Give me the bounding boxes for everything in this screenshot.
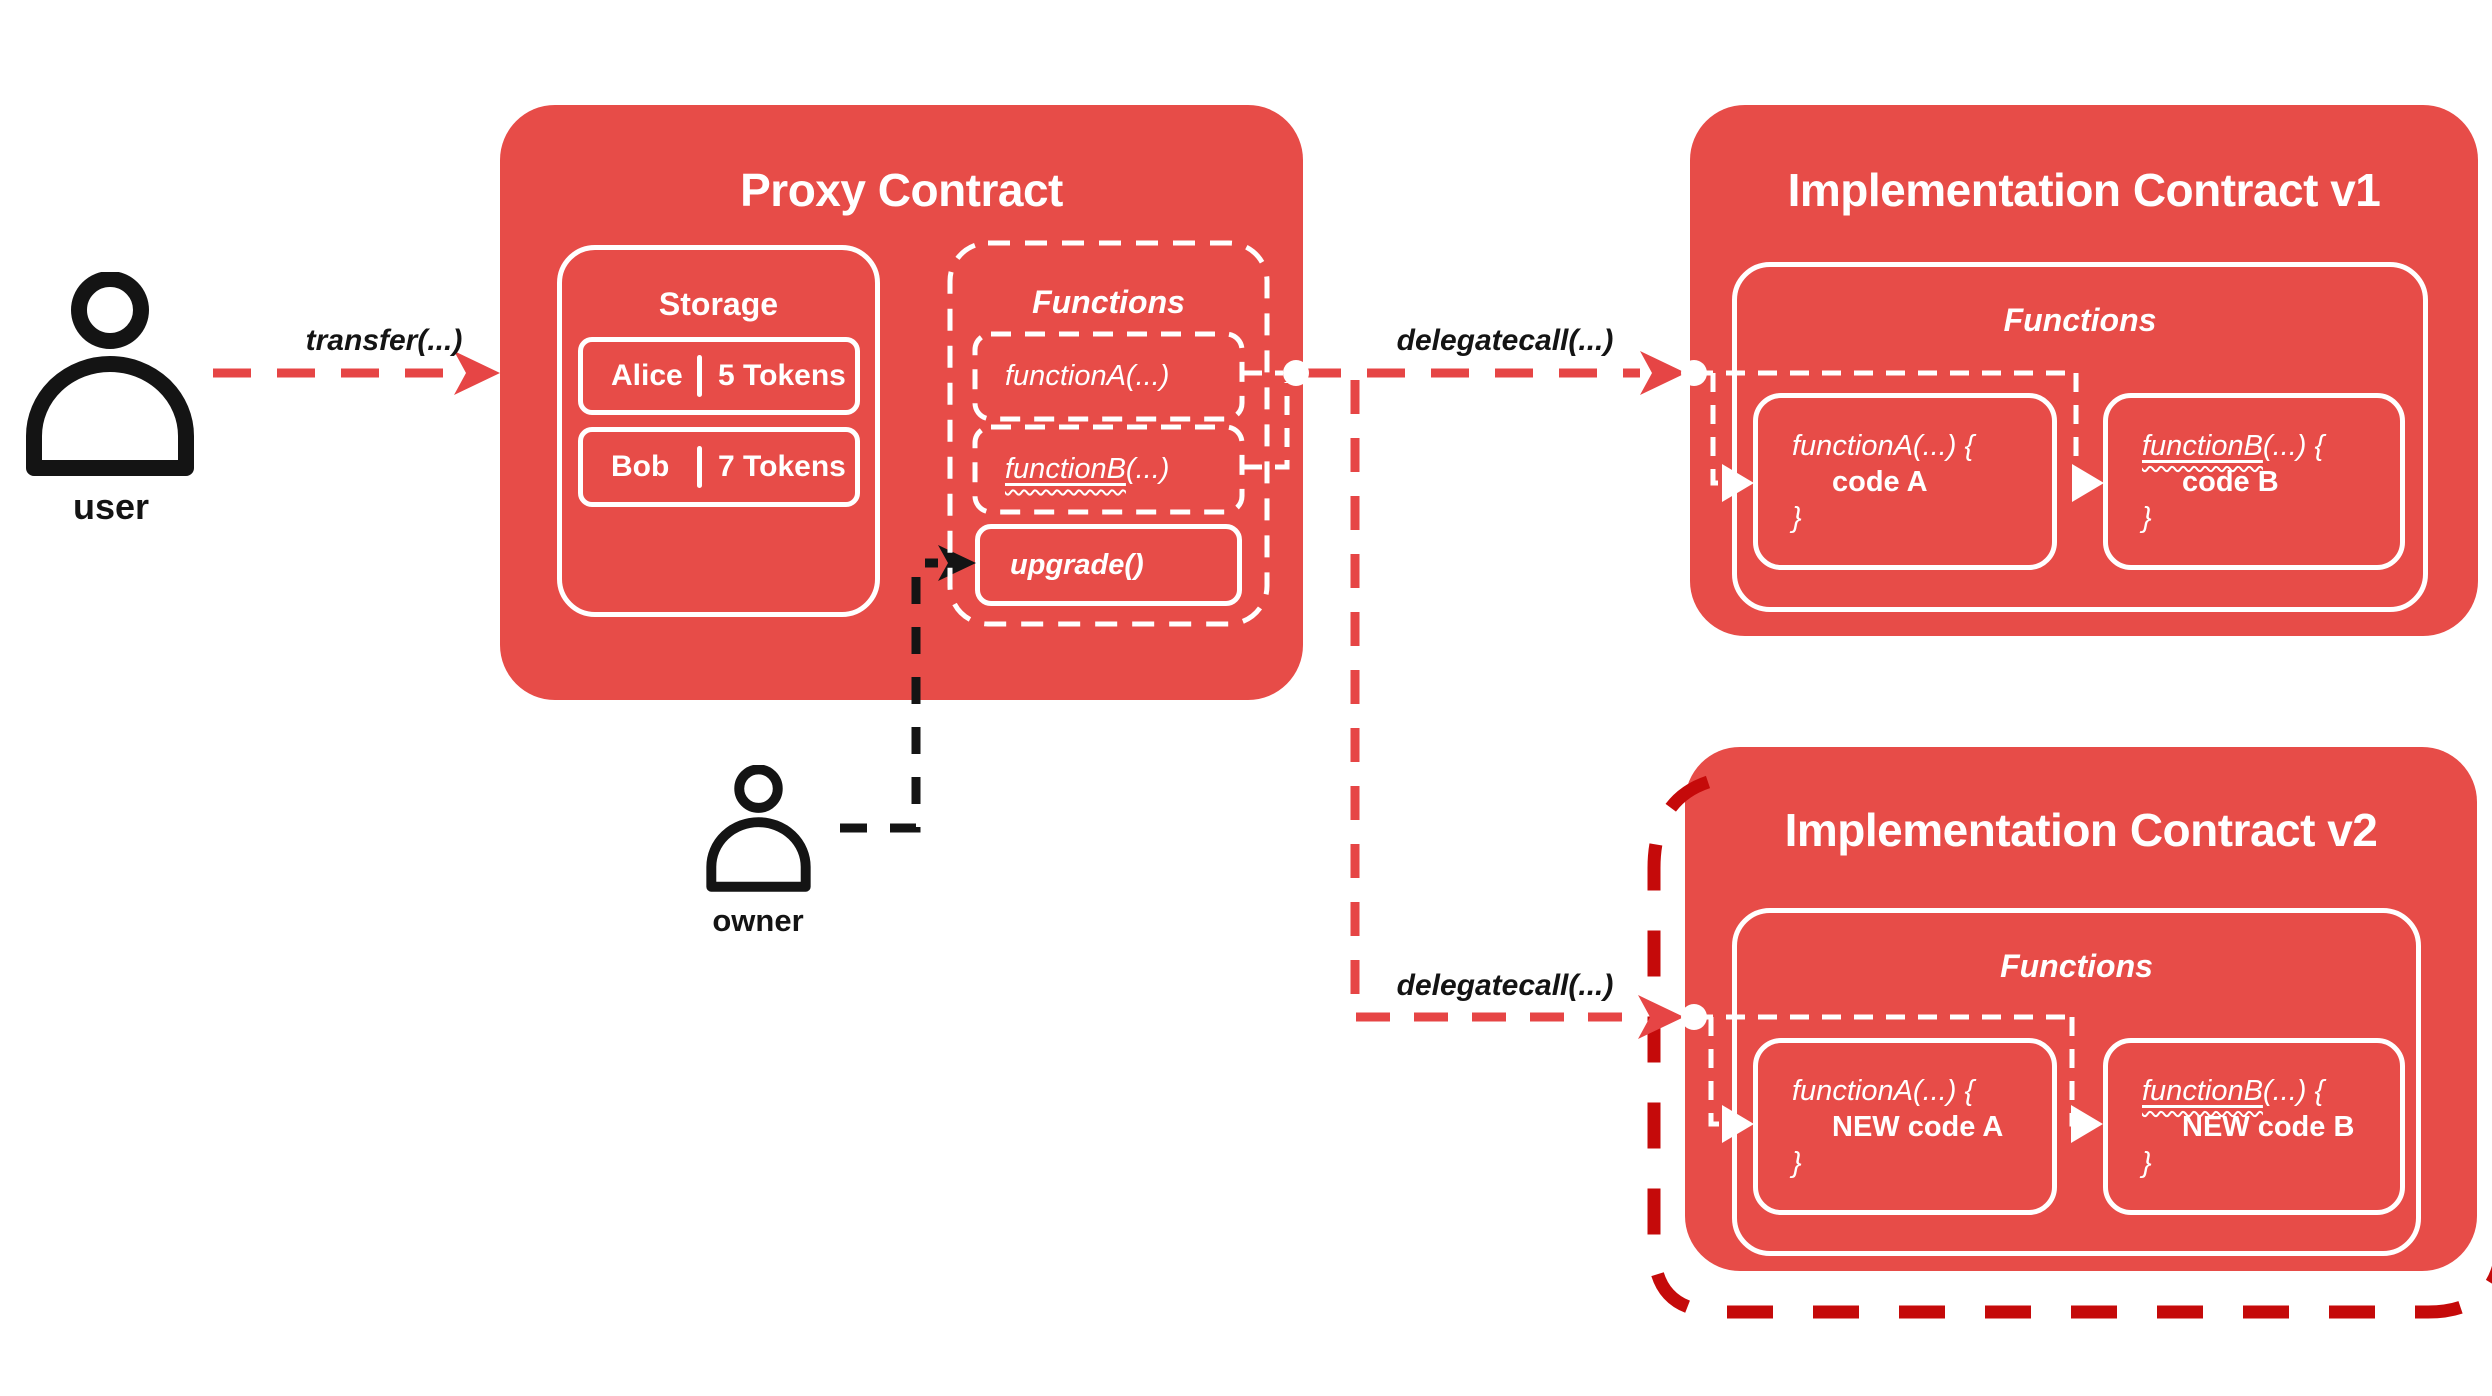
storage-row-value: 7 Tokens bbox=[718, 450, 846, 483]
delegatecall-v2-arrowhead bbox=[1638, 995, 1684, 1039]
v1-functions-title: Functions bbox=[2003, 302, 2157, 338]
v1-functions-box bbox=[1732, 262, 2428, 612]
code-signature: functionB(...) { bbox=[2142, 1074, 2325, 1107]
upgrade-text: upgrade() bbox=[1010, 548, 1144, 581]
proxy-title: Proxy Contract bbox=[740, 164, 1063, 216]
proxy-functions-title: Functions bbox=[1032, 284, 1185, 320]
storage-row-alice: Alice 5 Tokens bbox=[578, 337, 860, 415]
v2-function-a-codebox: functionA(...) { NEW code A } bbox=[1753, 1038, 2057, 1215]
v2-title: Implementation Contract v2 bbox=[1784, 804, 2378, 856]
function-b-args: (...) bbox=[1125, 453, 1170, 485]
delegatecall-v1-arrowhead bbox=[1640, 351, 1686, 395]
storage-title: Storage bbox=[658, 286, 779, 322]
delegatecall-v2-label: delegatecall(...) bbox=[1396, 969, 1614, 1002]
storage-row-name: Alice bbox=[611, 359, 683, 392]
upgrade-button-box: upgrade() bbox=[975, 524, 1242, 606]
owner-label: owner bbox=[712, 903, 804, 938]
proxy-function-a-label: functionA(...) bbox=[975, 334, 1242, 419]
storage-row-divider bbox=[697, 446, 702, 488]
code-close-brace: } bbox=[1792, 1146, 1802, 1179]
user-label: user bbox=[72, 486, 150, 527]
v2-function-b-codebox: functionB(...) { NEW code B } bbox=[2103, 1038, 2405, 1215]
storage-row-bob: Bob 7 Tokens bbox=[578, 427, 860, 507]
code-close-brace: } bbox=[2142, 1146, 2152, 1179]
storage-row-value: 5 Tokens bbox=[718, 359, 846, 392]
code-close-brace: } bbox=[1792, 501, 1802, 534]
code-signature: functionA(...) { bbox=[1792, 1074, 1975, 1107]
owner-icon bbox=[706, 765, 811, 892]
transfer-label: transfer(...) bbox=[305, 324, 463, 357]
proxy-function-b-label: functionB(...) bbox=[975, 427, 1242, 512]
code-body: NEW code A bbox=[1832, 1110, 2004, 1143]
v2-functions-title: Functions bbox=[2000, 948, 2153, 984]
delegatecall-v2-edge-line bbox=[1350, 380, 1636, 1022]
function-b-text: functionB bbox=[1005, 453, 1126, 485]
storage-row-divider bbox=[697, 355, 702, 397]
code-signature: functionA(...) { bbox=[1792, 429, 1975, 462]
user-icon bbox=[26, 272, 194, 476]
storage-row-name: Bob bbox=[611, 450, 670, 483]
delegatecall-v1-label: delegatecall(...) bbox=[1396, 324, 1614, 357]
function-a-text: functionA(...) bbox=[1005, 360, 1170, 392]
v1-function-a-codebox: functionA(...) { code A } bbox=[1753, 393, 2057, 570]
v1-function-b-codebox: functionB(...) { code B } bbox=[2103, 393, 2405, 570]
storage-box bbox=[557, 245, 880, 617]
code-body: code A bbox=[1832, 465, 1928, 498]
code-close-brace: } bbox=[2142, 501, 2152, 534]
v1-title: Implementation Contract v1 bbox=[1787, 164, 2381, 216]
code-signature: functionB(...) { bbox=[2142, 429, 2325, 462]
code-body: code B bbox=[2182, 465, 2279, 498]
code-body: NEW code B bbox=[2182, 1110, 2355, 1143]
